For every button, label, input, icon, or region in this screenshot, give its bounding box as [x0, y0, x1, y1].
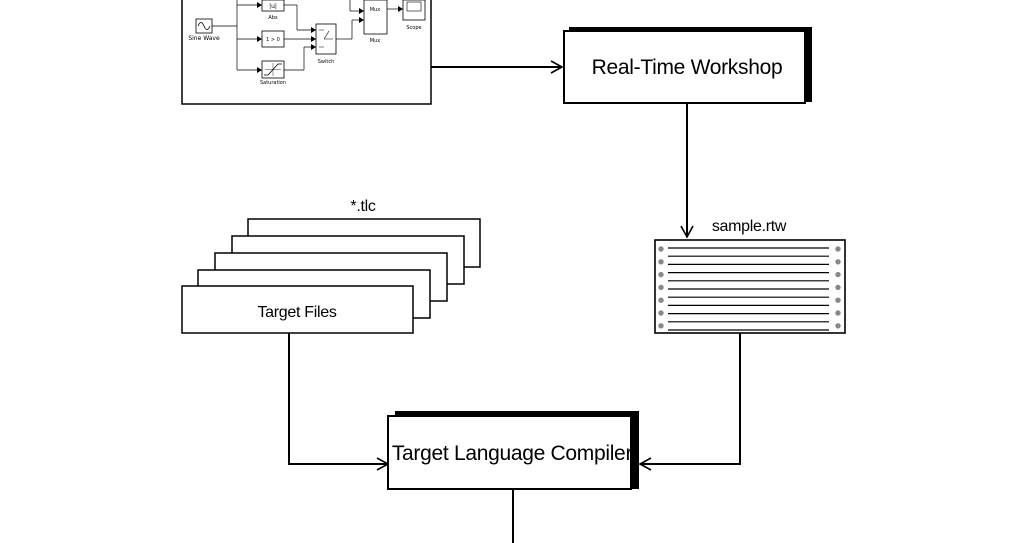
- rtw-file: sample.rtw: [654, 218, 846, 334]
- target-files-stack: *.tlc Target Files: [181, 198, 481, 334]
- sprocket-hole: [658, 297, 664, 303]
- sprocket-hole: [658, 284, 664, 291]
- scope-label: Scope: [406, 25, 421, 31]
- relational-glyph: 1 > 0: [266, 37, 280, 43]
- switch-block: Switch: [315, 23, 337, 65]
- sprocket-hole: [835, 310, 841, 316]
- relational-block: 1 > 0: [261, 30, 285, 48]
- switch-label: Switch: [318, 59, 335, 65]
- mux-label: Mux: [370, 38, 380, 44]
- mux-inner-label: Mux: [370, 7, 380, 13]
- sine-wave-label: Sine Wave: [188, 35, 220, 42]
- sprocket-hole: [658, 259, 664, 265]
- abs-glyph: |u|: [269, 3, 277, 10]
- targetfiles-to-tlc-arrow: [288, 332, 390, 471]
- abs-block: |u| Abs: [261, 0, 285, 21]
- tlc-files-caption: *.tlc: [350, 198, 375, 215]
- sprocket-hole: [658, 271, 664, 278]
- model-wiring: [212, 0, 403, 73]
- saturation-label: Saturation: [260, 80, 286, 86]
- rtw-file-sprocket-holes: [658, 246, 841, 329]
- sprocket-hole: [835, 323, 841, 329]
- sprocket-hole: [658, 310, 664, 316]
- rtw-file-label: sample.rtw: [712, 218, 787, 235]
- real-time-workshop-box: Real-Time Workshop: [563, 27, 812, 104]
- target-files-label: Target Files: [257, 304, 336, 321]
- target-file-front-sheet: [181, 285, 414, 334]
- sprocket-hole: [658, 246, 664, 252]
- simulink-model-window: Sine Wave |u| Abs: [181, 0, 432, 105]
- sprocket-hole: [658, 323, 664, 329]
- sprocket-hole: [835, 284, 841, 291]
- rtwfile-to-tlc-arrow: [638, 332, 741, 471]
- connectors: [288, 60, 741, 543]
- sprocket-hole: [835, 246, 841, 252]
- sprocket-hole: [835, 297, 841, 303]
- scope-block: Scope: [402, 0, 426, 31]
- target-language-compiler-box: Target Language Compiler: [387, 411, 639, 490]
- rtw-label: Real-Time Workshop: [592, 56, 783, 79]
- sprocket-hole: [835, 271, 841, 278]
- saturation-block: Saturation: [260, 60, 286, 86]
- tlc-label: Target Language Compiler: [392, 442, 633, 465]
- mux-block: Mux Mux: [363, 0, 388, 44]
- rtw-file-lines: [668, 247, 829, 331]
- abs-label: Abs: [268, 15, 278, 21]
- sprocket-hole: [835, 259, 841, 265]
